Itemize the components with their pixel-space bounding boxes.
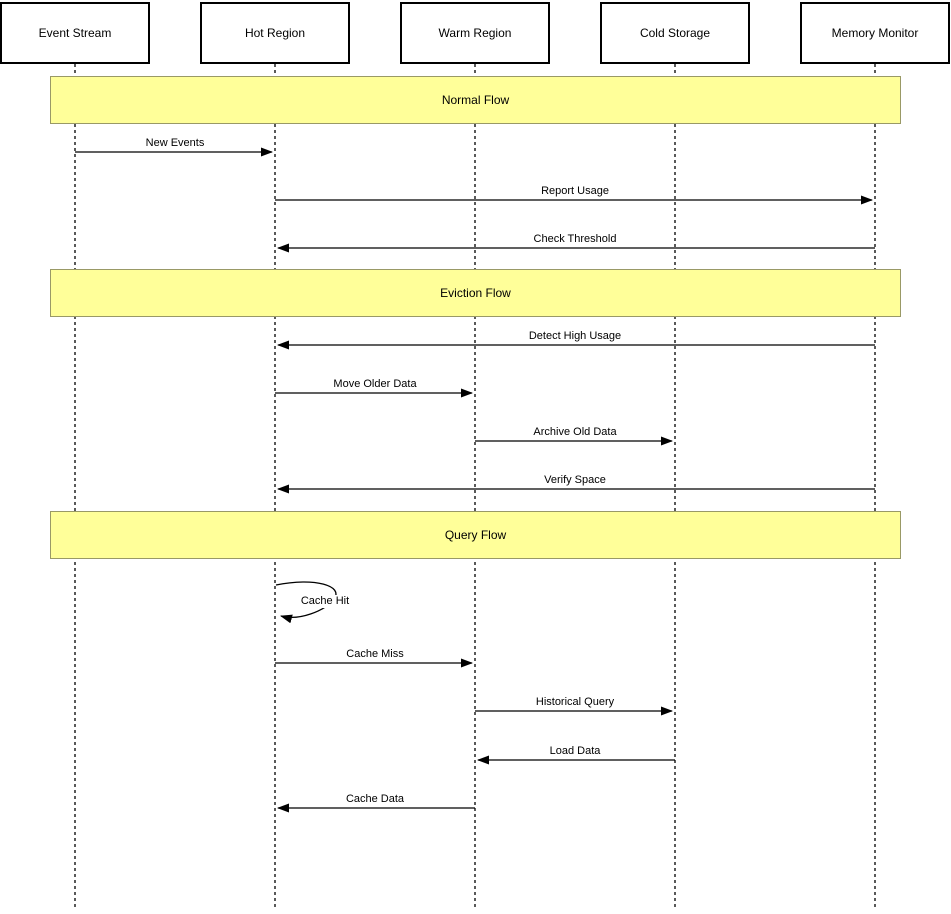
message-label-cache-miss: Cache Miss xyxy=(255,648,495,661)
actor-label: Hot Region xyxy=(244,26,306,40)
message-label-archive-old-data: Archive Old Data xyxy=(455,426,695,439)
section-band-normal-flow: Normal Flow xyxy=(50,76,901,124)
actor-label: Memory Monitor xyxy=(831,26,919,40)
actor-label: Event Stream xyxy=(38,26,112,40)
section-label: Eviction Flow xyxy=(440,286,511,300)
message-label-cache-data: Cache Data xyxy=(255,793,495,806)
message-label-load-data: Load Data xyxy=(455,745,695,758)
message-label-new-events: New Events xyxy=(55,137,295,150)
message-label-cache-hit: Cache Hit xyxy=(205,595,445,608)
section-label: Query Flow xyxy=(444,528,507,542)
actor-label: Cold Storage xyxy=(639,26,711,40)
message-label-historical-query: Historical Query xyxy=(455,696,695,709)
section-band-query-flow: Query Flow xyxy=(50,511,901,559)
actor-label: Warm Region xyxy=(438,26,512,40)
message-label-detect-high-usage: Detect High Usage xyxy=(455,330,695,343)
actor-cold-storage: Cold Storage xyxy=(600,2,750,64)
section-label: Normal Flow xyxy=(441,93,510,107)
actor-memory-monitor: Memory Monitor xyxy=(800,2,950,64)
section-band-eviction-flow: Eviction Flow xyxy=(50,269,901,317)
actor-warm-region: Warm Region xyxy=(400,2,550,64)
message-label-move-older-data: Move Older Data xyxy=(255,378,495,391)
message-label-report-usage: Report Usage xyxy=(455,185,695,198)
message-label-check-threshold: Check Threshold xyxy=(455,233,695,246)
actor-hot-region: Hot Region xyxy=(200,2,350,64)
message-label-verify-space: Verify Space xyxy=(455,474,695,487)
actor-event-stream: Event Stream xyxy=(0,2,150,64)
